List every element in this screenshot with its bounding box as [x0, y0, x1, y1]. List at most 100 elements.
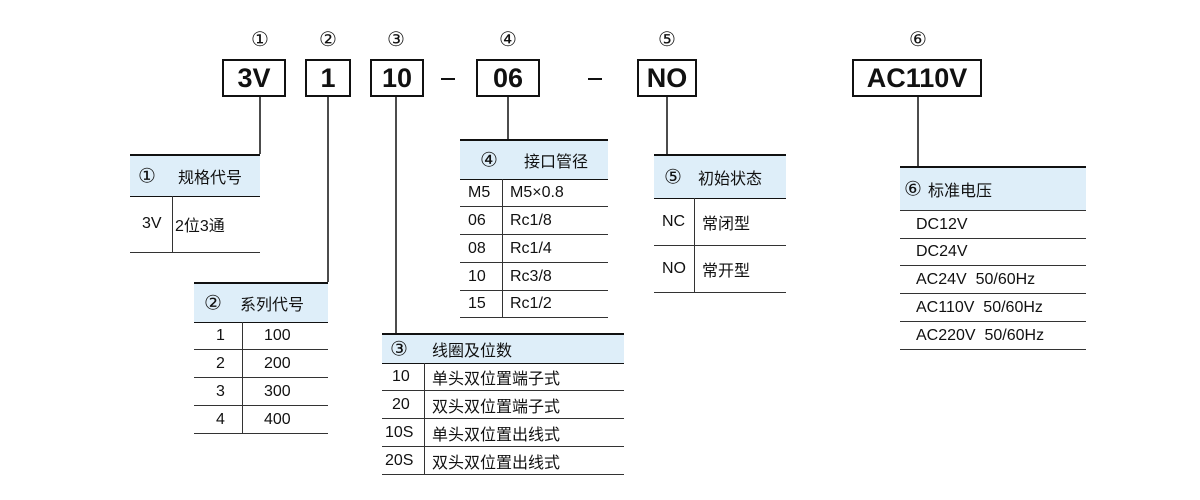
table-row: 10S 单头双位置出线式 — [382, 419, 624, 447]
column-divider — [502, 179, 503, 206]
row-code: 20 — [392, 395, 410, 413]
row-value: 400 — [264, 410, 291, 428]
table-header: ⑥ 标准电压 — [900, 166, 1086, 211]
column-divider — [424, 447, 425, 474]
table-row: 10 单头双位置端子式 — [382, 363, 624, 391]
column-divider — [694, 198, 695, 245]
column-divider — [242, 350, 243, 377]
marker-3: ③ — [387, 29, 405, 51]
row-description: 常闭型 — [702, 215, 751, 233]
table-title: 规格代号 — [178, 170, 243, 187]
table-title: 标准电压 — [928, 183, 993, 200]
separator-dash-2 — [588, 78, 602, 80]
table-title: 接口管径 — [524, 154, 589, 171]
marker-2: ② — [319, 29, 337, 51]
row-code: 4 — [216, 410, 225, 428]
table-header: ② 系列代号 — [194, 282, 328, 323]
row-thread: Rc1/2 — [510, 295, 552, 312]
row-description: 单头双位置端子式 — [432, 370, 561, 388]
row-thread: M5×0.8 — [510, 183, 564, 201]
marker-6: ⑥ — [909, 29, 927, 51]
column-divider — [242, 378, 243, 405]
column-divider — [694, 246, 695, 292]
row-code: 10 — [468, 267, 486, 285]
table-coil-position: ③ 线圈及位数 10 单头双位置端子式 20 双头双位置端子式 10S 单头双位… — [382, 333, 624, 475]
table-row: 2 200 — [194, 350, 328, 378]
marker-5: ⑤ — [658, 29, 676, 51]
table-row: 08 Rc1/4 — [460, 235, 608, 263]
row-voltage: DC24V — [916, 242, 968, 260]
column-divider — [424, 391, 425, 418]
row-code: 1 — [216, 326, 225, 344]
separator-dash-1 — [441, 78, 455, 80]
table-voltage: ⑥ 标准电压 DC12V DC24V AC24V 50/60Hz AC110V … — [900, 166, 1086, 352]
table-row: 3V 2位3通 — [130, 196, 260, 253]
row-thread: Rc1/4 — [510, 239, 552, 257]
table-marker: ④ — [480, 149, 498, 172]
table-series-code: ② 系列代号 1 100 2 200 3 300 4 400 — [194, 282, 328, 434]
column-divider — [502, 235, 503, 262]
row-code: 10 — [392, 367, 410, 385]
table-row: 06 Rc1/8 — [460, 207, 608, 235]
table-header: ① 规格代号 — [130, 154, 260, 197]
table-marker: ⑤ — [664, 166, 682, 189]
table-header: ③ 线圈及位数 — [382, 333, 624, 364]
row-code: 15 — [468, 295, 486, 312]
column-divider — [424, 363, 425, 390]
row-code: NO — [662, 260, 686, 277]
table-marker: ③ — [390, 338, 408, 361]
table-marker: ② — [204, 292, 222, 315]
table-row: AC220V 50/60Hz — [900, 322, 1086, 350]
table-row: AC110V 50/60Hz — [900, 294, 1086, 322]
table-row: 10 Rc3/8 — [460, 263, 608, 291]
row-code: 06 — [468, 211, 486, 229]
column-divider — [502, 291, 503, 317]
table-title: 系列代号 — [240, 297, 305, 314]
row-voltage: AC110V 50/60Hz — [916, 298, 1043, 316]
table-marker: ① — [138, 165, 156, 188]
row-description: 双头双位置端子式 — [432, 398, 561, 416]
table-row: 4 400 — [194, 406, 328, 434]
marker-1: ① — [251, 29, 269, 51]
code-box-spec: 3V — [222, 59, 286, 97]
table-row: 15 Rc1/2 — [460, 291, 608, 318]
column-divider — [502, 263, 503, 290]
code-box-series: 1 — [305, 59, 351, 97]
table-row: NO 常开型 — [654, 246, 786, 293]
row-code: 10S — [385, 423, 414, 441]
table-row: DC12V — [900, 210, 1086, 239]
table-row: NC 常闭型 — [654, 198, 786, 246]
table-row: DC24V — [900, 238, 1086, 266]
table-spec-code: ① 规格代号 3V 2位3通 — [130, 154, 260, 253]
row-description: 单头双位置出线式 — [432, 426, 561, 444]
row-value: 200 — [264, 354, 291, 372]
row-voltage: AC24V 50/60Hz — [916, 270, 1036, 288]
table-title: 初始状态 — [698, 171, 763, 188]
table-marker: ⑥ — [904, 178, 922, 201]
table-row: 3 300 — [194, 378, 328, 406]
row-code: 08 — [468, 239, 486, 257]
row-thread: Rc1/8 — [510, 211, 552, 229]
row-description: 双头双位置出线式 — [432, 454, 561, 472]
row-code: 3 — [216, 382, 225, 400]
table-initial-state: ⑤ 初始状态 NC 常闭型 NO 常开型 — [654, 154, 786, 293]
row-thread: Rc3/8 — [510, 267, 552, 285]
table-row: 20 双头双位置端子式 — [382, 391, 624, 419]
code-box-state: NO — [637, 59, 697, 97]
code-box-port: 06 — [476, 59, 540, 97]
table-title: 线圈及位数 — [432, 343, 513, 360]
table-header: ④ 接口管径 — [460, 139, 608, 180]
column-divider — [424, 419, 425, 446]
column-divider — [242, 322, 243, 349]
table-row: 1 100 — [194, 322, 328, 350]
code-box-coil: 10 — [370, 59, 424, 97]
column-divider — [502, 207, 503, 234]
code-box-voltage: AC110V — [852, 59, 982, 97]
row-value: 100 — [264, 326, 291, 344]
row-voltage: DC12V — [916, 215, 968, 233]
table-header: ⑤ 初始状态 — [654, 154, 786, 199]
row-code: 2 — [216, 354, 225, 372]
row-description: 2位3通 — [175, 218, 225, 235]
